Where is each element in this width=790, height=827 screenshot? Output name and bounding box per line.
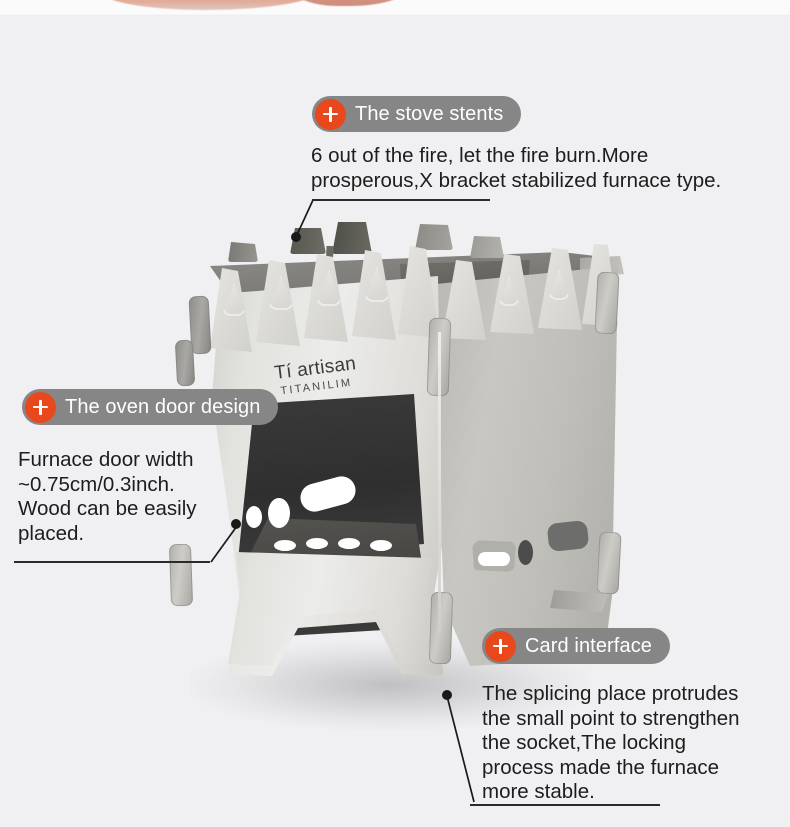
back-wall-vent-hole-upper [268,498,290,528]
hinge-center-bottom [428,591,454,665]
callout-title: The oven door design [65,395,261,418]
grate-hole [338,538,360,549]
callout-underline-card-interface [470,804,660,806]
panel-seam-center [438,332,441,632]
hand-fragment [100,0,318,10]
hinge-right-top [594,271,620,335]
leader-line-oven-door [210,525,238,563]
plus-icon [25,391,56,423]
back-wall-vent-hole-upper2 [246,506,262,528]
stent-tab-4 [415,224,453,250]
hinge-right-bottom [596,531,622,595]
right-panel-vent-slot [546,519,590,553]
stent-tab-3 [332,222,372,254]
callout-underline-stove-stents [312,199,490,201]
plus-icon [315,98,346,130]
callout-title: Card interface [525,634,653,657]
hinge-mid-left [174,339,196,387]
leader-dot-stove-stents [291,232,301,242]
previous-panel-remnant [0,0,790,14]
leader-dot-oven-door [231,519,241,529]
grate-hole [274,540,296,551]
callout-underline-oven-door [14,561,210,563]
product-photo-stove: Tí artisan TITANILIM [150,222,650,742]
right-panel-half-hole-light [478,552,510,566]
leader-dot-card-interface [442,690,452,700]
callout-body-card-interface: The splicing place protrudes the small p… [482,682,740,803]
stent-tab-1 [228,242,258,262]
right-panel-vent-hole [518,540,533,565]
grate-hole [306,538,328,549]
callout-body-oven-door: Furnace door width ~0.75cm/0.3inch. Wood… [18,448,197,545]
hand-fragment-secondary [290,0,410,6]
callout-title: The stove stents [355,102,504,125]
callout-badge-stove-stents[interactable]: The stove stents [312,96,522,132]
card-interface-slot [550,590,608,612]
stent-tab-5 [470,236,504,258]
panel-seam-divider [0,13,790,16]
callout-badge-card-interface[interactable]: Card interface [482,628,671,664]
plus-icon [485,630,516,662]
leader-line-card-interface [446,695,475,803]
grate-hole [370,540,392,551]
hinge-bottom-left [168,543,194,607]
leader-line-stove-stents [295,199,314,238]
callout-body-stove-stents: 6 out of the fire, let the fire burn.Mor… [311,144,722,192]
callout-badge-oven-door[interactable]: The oven door design [22,389,279,425]
